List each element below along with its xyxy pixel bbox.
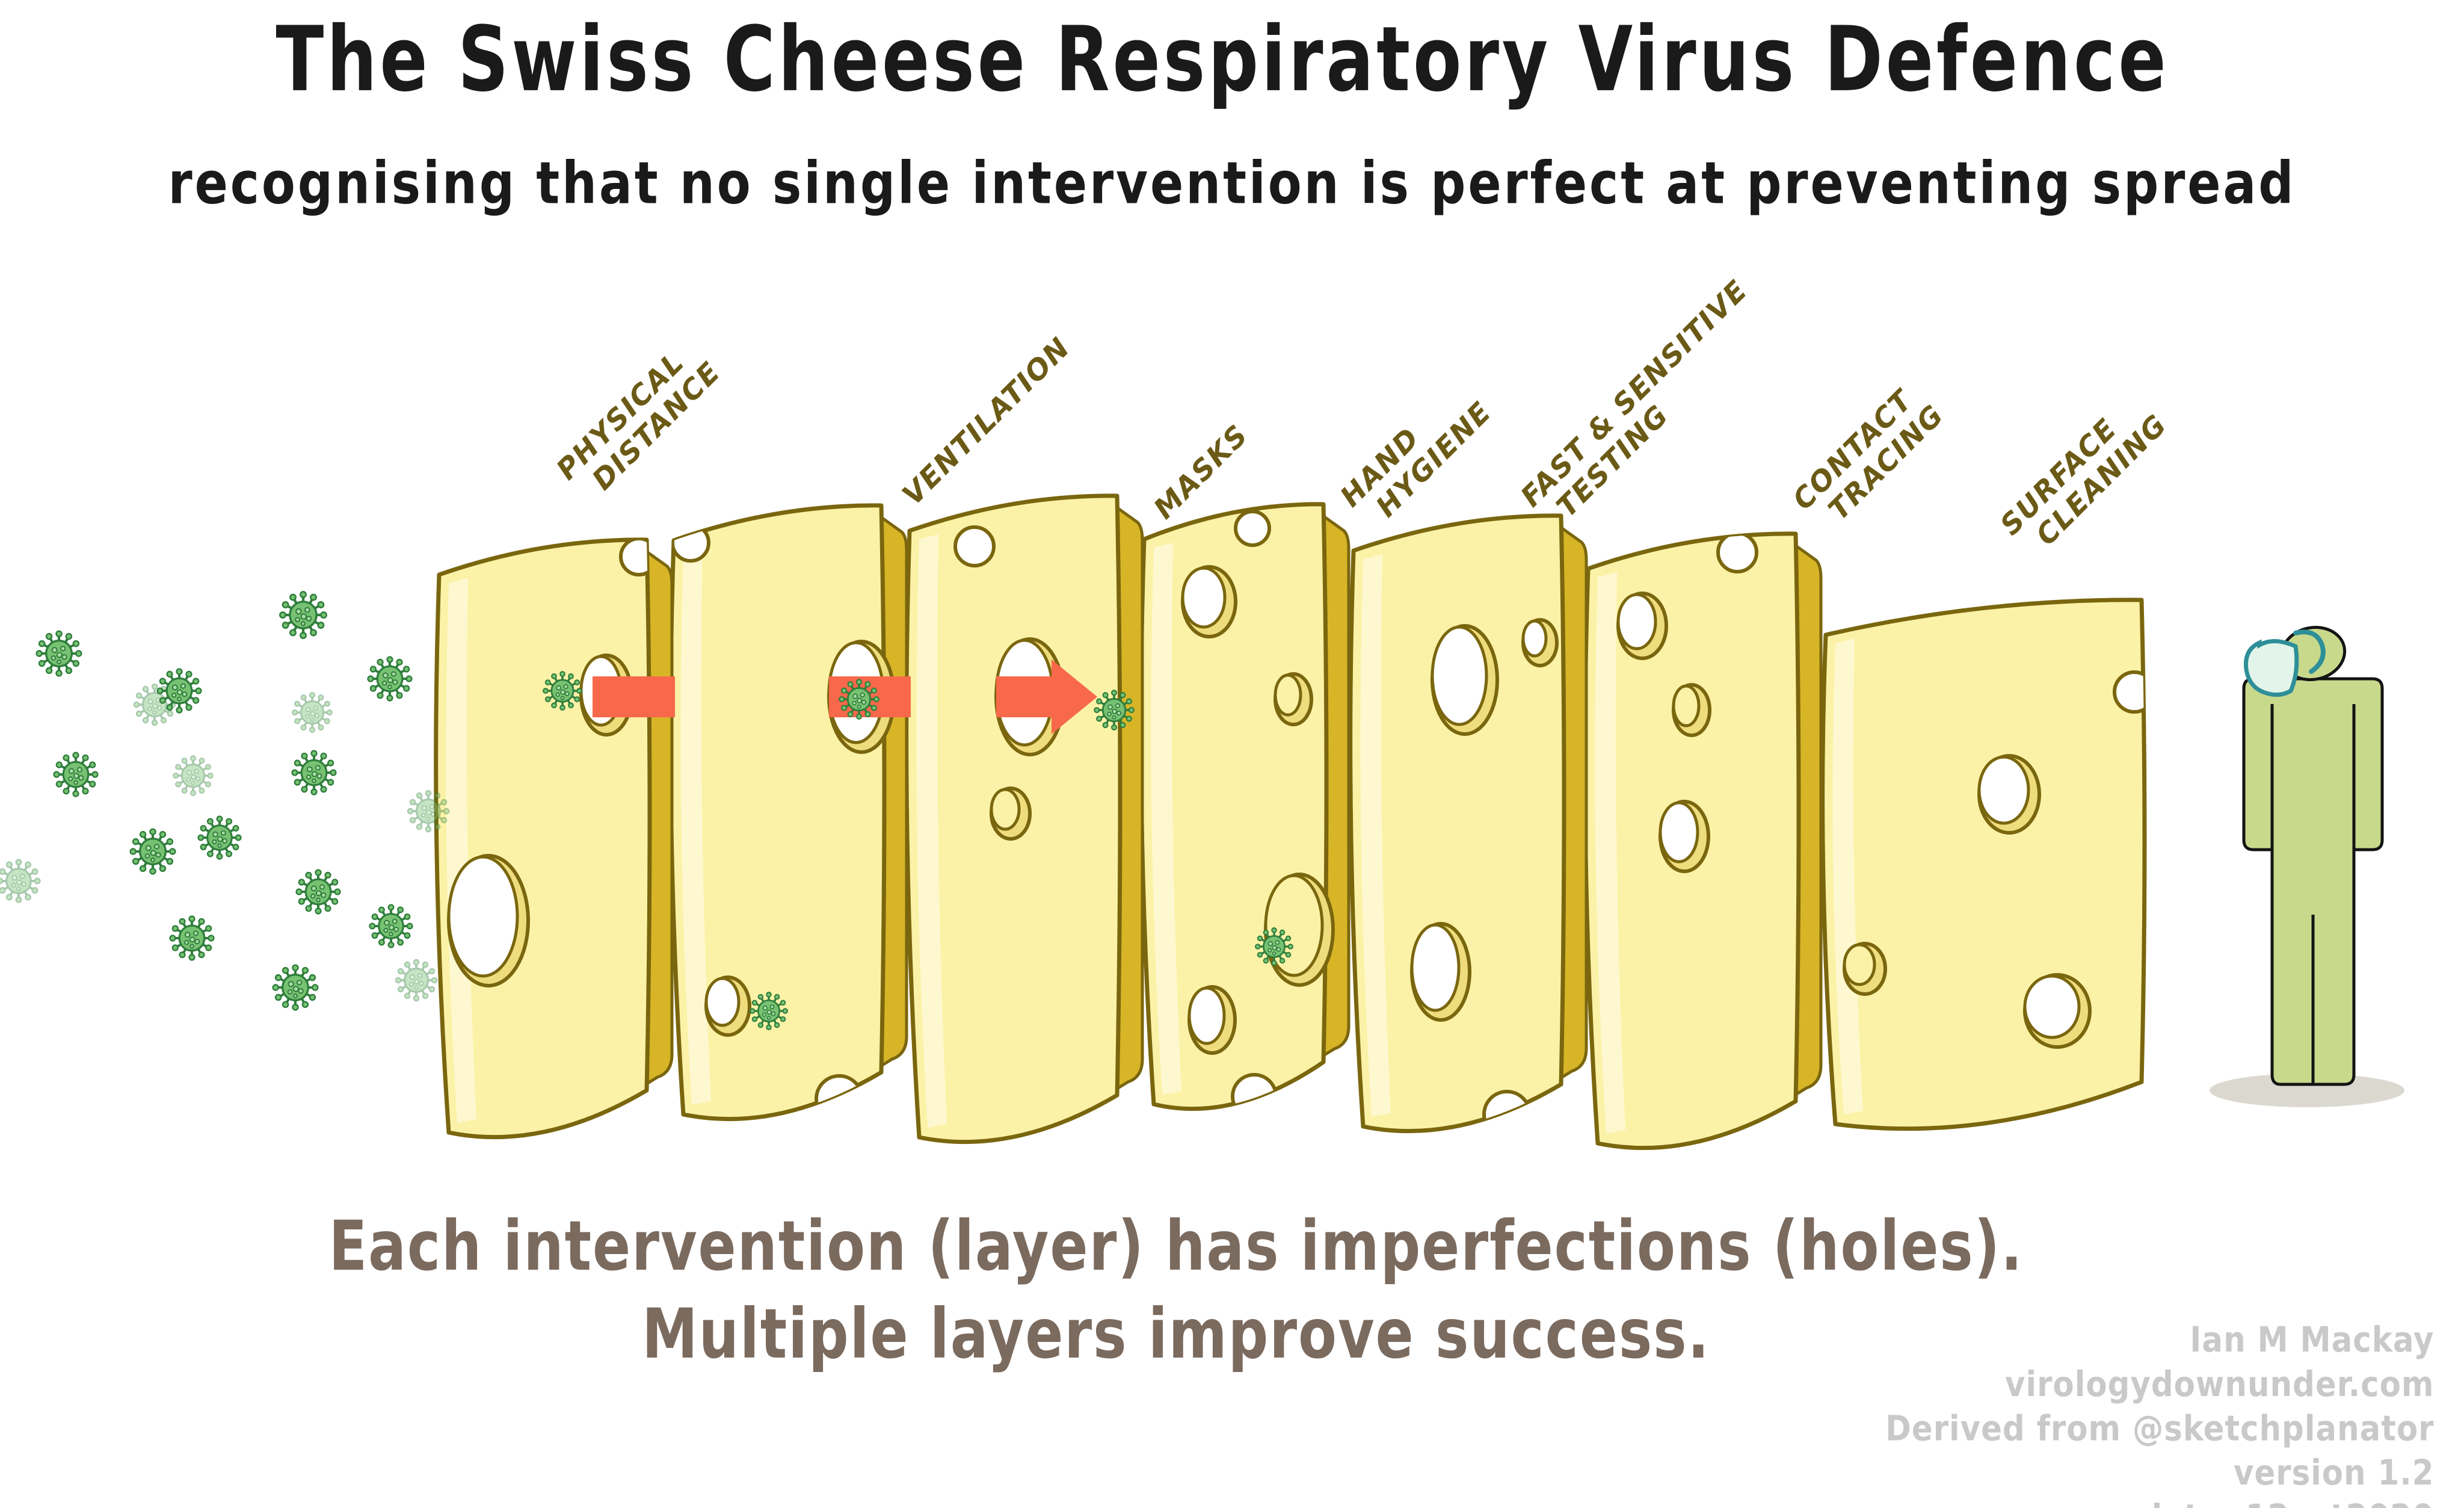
credit-update: update: 12oct2020 — [1885, 1495, 2434, 1508]
cheese-slice-highlight — [680, 544, 711, 1105]
person-limb-lines — [2270, 704, 2356, 1083]
slice-label-ventilation: VENTILATION — [896, 331, 1077, 512]
cheese-slice-surface-cleaning — [1820, 598, 2147, 1131]
cheese-hole-inner — [1659, 801, 1699, 864]
cheese-slice-physical-distance — [434, 537, 674, 1140]
cheese-hole-inner — [1181, 566, 1227, 629]
cheese-hole-inner — [2023, 974, 2081, 1039]
cheese-hole-inner — [1672, 684, 1701, 728]
virus-icon — [273, 965, 318, 1010]
virus-icon — [197, 815, 242, 861]
person-body — [2242, 677, 2384, 1086]
cheese-hole-inner — [1274, 673, 1302, 717]
person-shadow — [2210, 1074, 2404, 1107]
arrow-segment — [593, 676, 675, 717]
virus-icon — [172, 755, 214, 797]
page-subtitle: recognising that no single intervention … — [168, 149, 2296, 217]
slice-label-physical-distance: PHYSICALDISTANCE — [550, 332, 727, 509]
face-mask-strap — [2293, 629, 2326, 674]
virus-icon — [131, 829, 176, 874]
cheese-hole-inner — [1521, 619, 1548, 658]
cheese-slice-hand-hygiene — [1139, 502, 1351, 1111]
virus-icon — [54, 753, 98, 797]
slice-label-fast-sensitive-testing: FAST & SENSITIVETESTING — [1515, 274, 1778, 537]
cheese-slice-highlight — [1360, 554, 1391, 1117]
virus-icon — [297, 870, 340, 914]
cheese-slice-ventilation — [668, 503, 908, 1122]
cheese-slice-fast-sensitive-testing — [1348, 513, 1588, 1134]
virus-icon — [291, 691, 333, 734]
cheese-slice-contact-tracing — [1583, 531, 1823, 1151]
cheese-slice-masks — [904, 493, 1144, 1145]
cheese-bite-notch — [1231, 1073, 1278, 1109]
virus-icon — [170, 916, 214, 960]
cheese-slice-face — [1820, 598, 2147, 1131]
credits-block: Ian M Mackay virologydownunder.com Deriv… — [1885, 1318, 2434, 1508]
cheese-hole-inner — [1431, 625, 1488, 726]
cheese-hole-inner — [1616, 593, 1657, 650]
person-figure — [2210, 626, 2404, 1107]
virus-icon — [368, 903, 414, 949]
cheese-slice-highlight — [916, 534, 947, 1128]
cheese-hole-inner — [704, 977, 741, 1027]
cheese-bite-notch — [2113, 670, 2145, 714]
cheese-bite-notch — [1234, 510, 1271, 547]
virus-icon — [395, 959, 438, 1002]
cheese-slice-highlight — [446, 578, 476, 1123]
virus-icon — [292, 751, 336, 795]
slice-label-contact-tracing: CONTACTTRACING — [1787, 375, 1951, 540]
cheese-slice-highlight — [1595, 572, 1625, 1134]
credit-site: virologydownunder.com — [2004, 1364, 2434, 1405]
arrow-segment — [996, 676, 1052, 717]
credit-author: Ian M Mackay — [2189, 1320, 2434, 1361]
slice-label-surface-cleaning: SURFACECLEANING — [1994, 385, 2174, 565]
cheese-bite-notch — [1716, 533, 1758, 573]
page-title: The Swiss Cheese Respiratory Virus Defen… — [276, 7, 2169, 112]
cheese-bite-notch — [1482, 1090, 1532, 1131]
virus-icon — [0, 858, 42, 904]
caption-line-1: Each intervention (layer) has imperfecti… — [328, 1206, 2024, 1287]
virus-icon — [37, 631, 82, 676]
cheese-hole-inner — [447, 855, 519, 978]
cheese-slice-highlight — [1151, 543, 1181, 1095]
arrow-head — [1052, 660, 1097, 734]
cheese-hole-inner — [1410, 923, 1461, 1012]
credit-version: version 1.2 — [2233, 1453, 2434, 1494]
credit-derived-from: Derived from @sketchplanator — [1885, 1408, 2434, 1449]
cheese-bite-notch — [953, 525, 996, 567]
cheese-hole-inner — [1187, 986, 1226, 1045]
virus-icon — [280, 592, 326, 638]
caption-line-2: Multiple layers improve success. — [642, 1294, 1710, 1374]
cheese-hole-inner — [1843, 943, 1876, 986]
cheese-slice-highlight — [1832, 638, 1863, 1114]
cheese-bite-notch — [815, 1074, 864, 1119]
slice-label-hand-hygiene: HANDHYGIENE — [1334, 372, 1498, 537]
cheese-slice-face — [1348, 513, 1566, 1134]
virus-icon — [368, 657, 412, 701]
face-mask-icon — [2243, 638, 2299, 697]
cheese-hole-inner — [1977, 755, 2030, 825]
cheese-hole-inner — [990, 788, 1021, 831]
